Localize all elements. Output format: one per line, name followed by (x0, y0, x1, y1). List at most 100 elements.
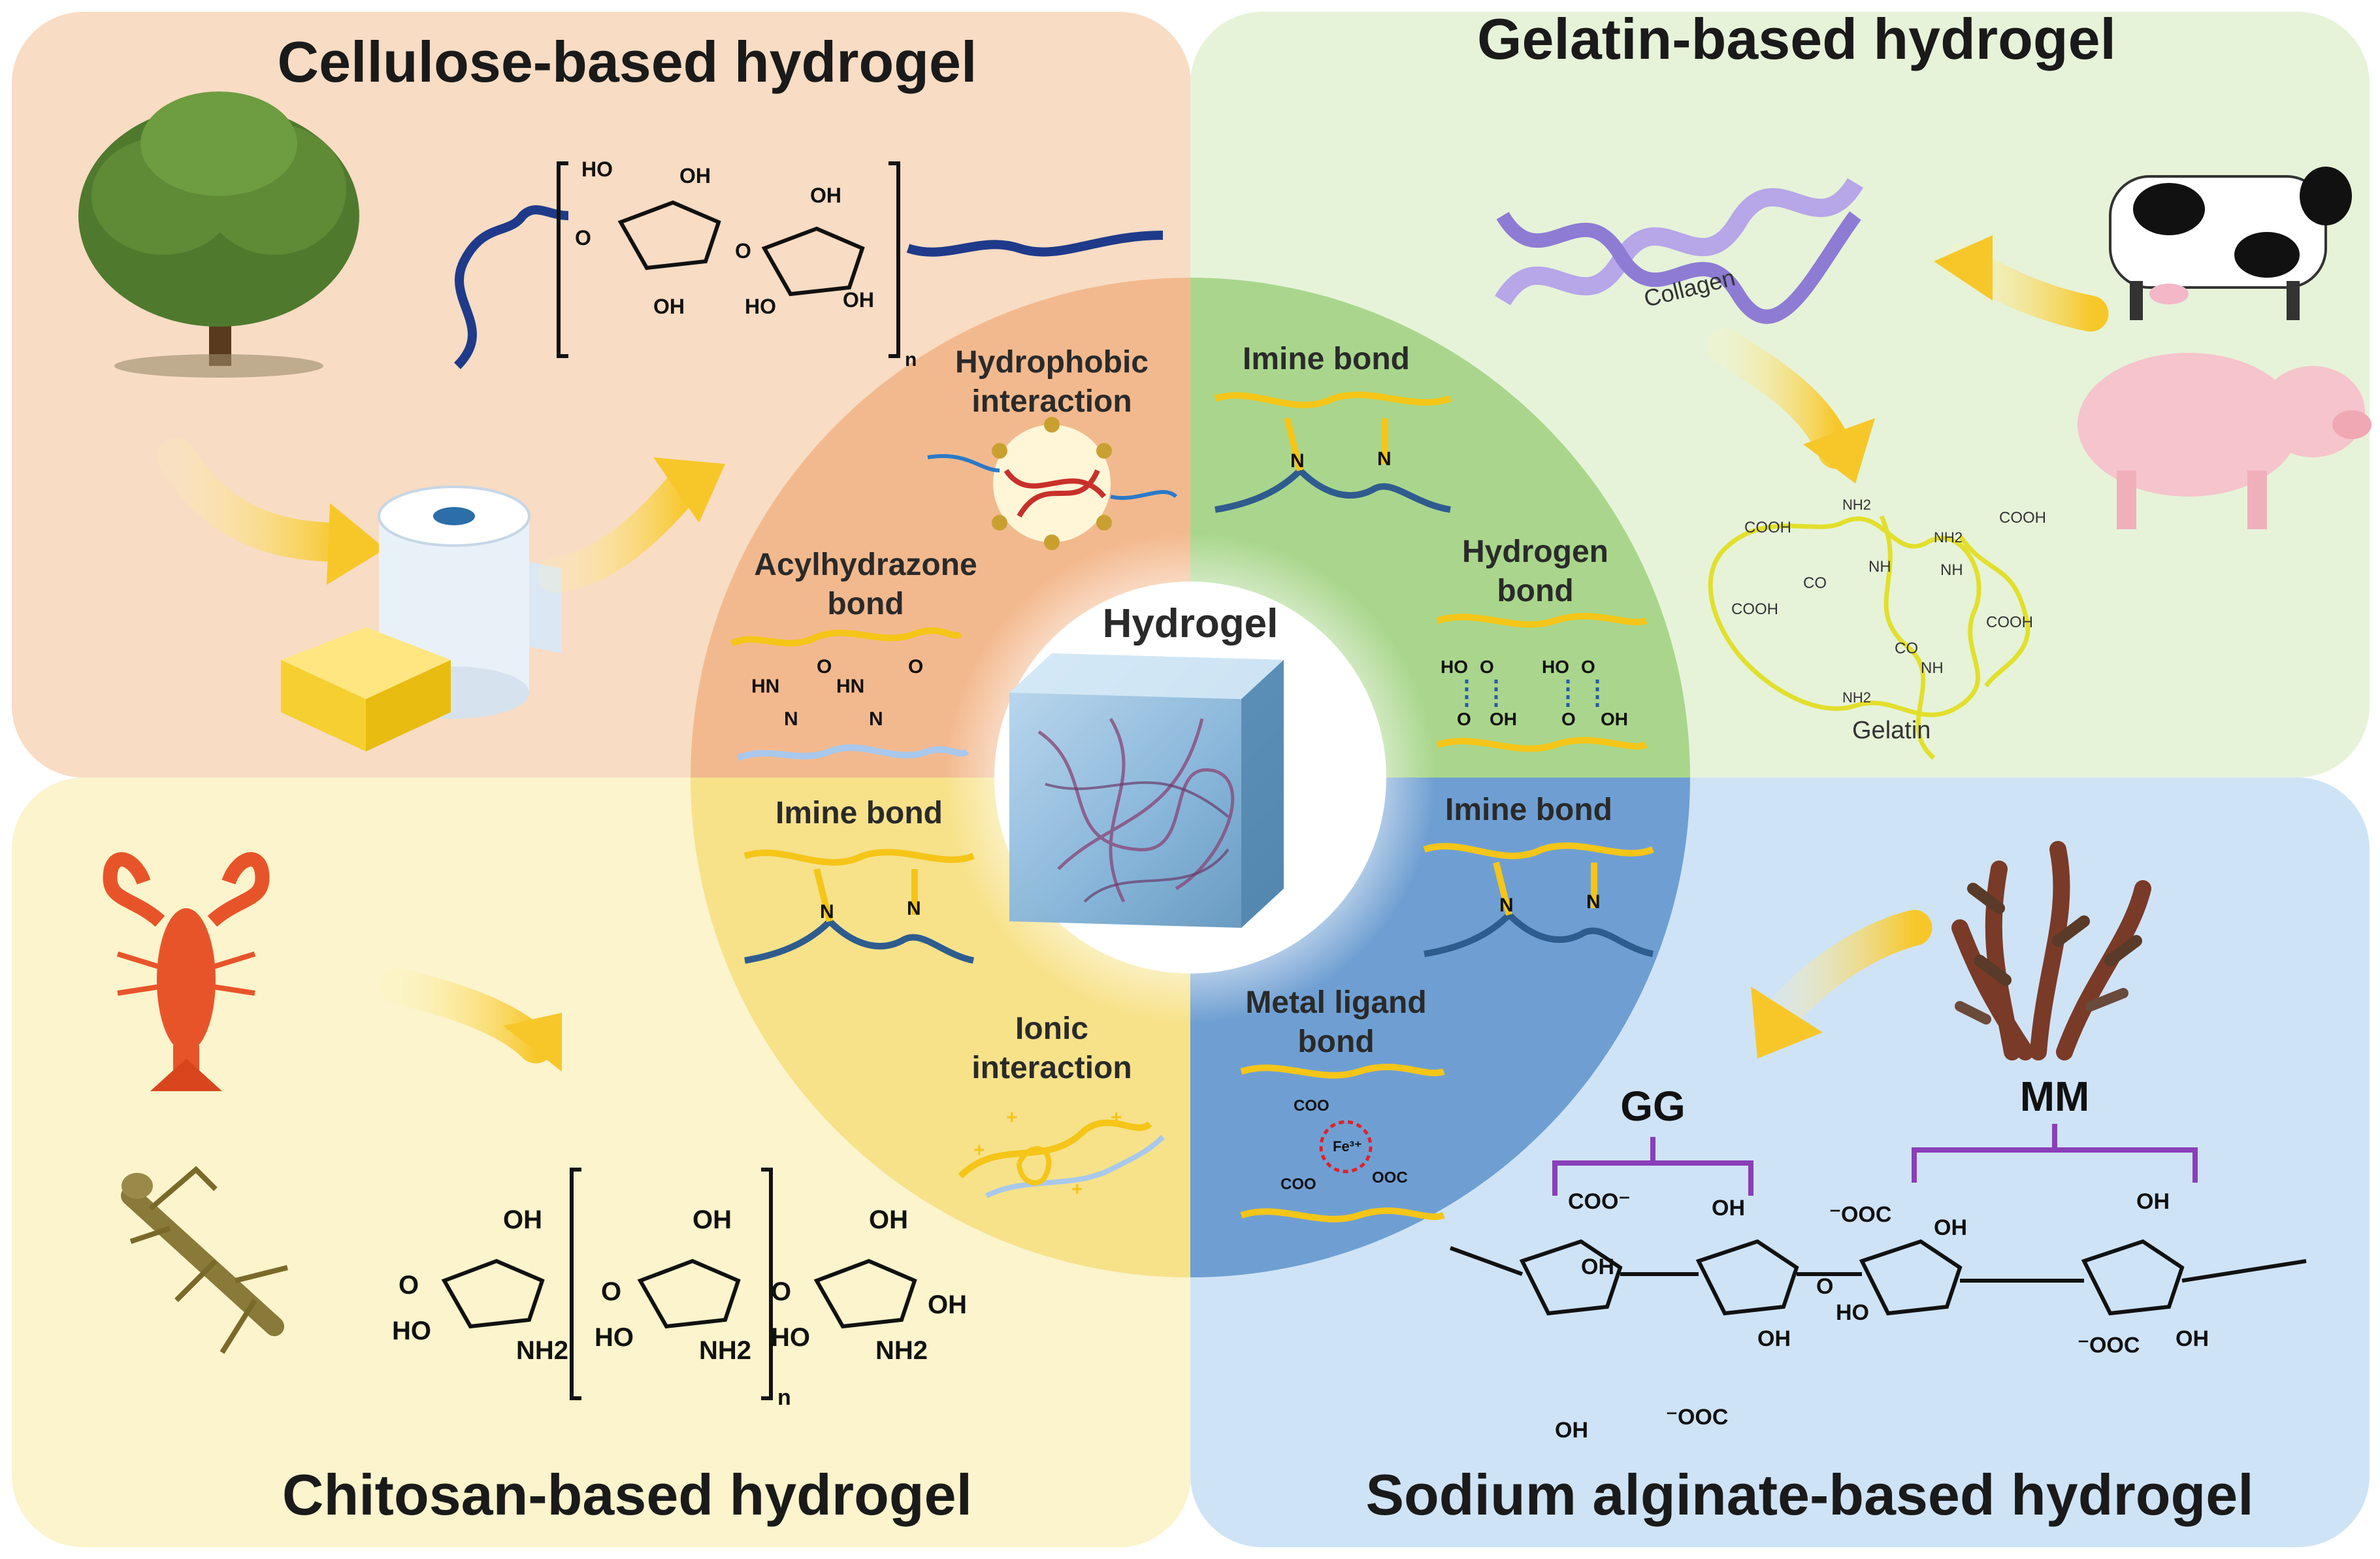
chem-nh2: NH2 (1934, 529, 1963, 546)
chem-o: O (1581, 657, 1595, 677)
metal-ligand-label-1: Metal ligand (1245, 985, 1426, 1020)
chem-o: O (817, 656, 832, 678)
chem-ooc: OOC (1372, 1169, 1408, 1187)
chem-cooh: COOH (1731, 600, 1778, 618)
ionic-label-1: Ionic (1015, 1011, 1088, 1046)
chem-nh: NH (1940, 561, 1963, 579)
chem-oh: OH (869, 1206, 908, 1234)
chem-o: O (771, 1277, 791, 1306)
chem-ho: HO (392, 1317, 431, 1345)
hydrogel-label: Hydrogel (1103, 601, 1279, 646)
plus-sign-icon: + (1006, 1107, 1018, 1128)
collagen-helix-icon (1495, 178, 1863, 324)
chem-cooh: COOH (1986, 614, 2033, 631)
chem-oh: OH (2136, 1189, 2170, 1214)
gg-label: GG (1620, 1083, 1686, 1130)
chem-nh2: NH2 (875, 1336, 928, 1365)
tree-icon (78, 91, 359, 378)
chem-nh2: NH2 (516, 1336, 568, 1365)
chem-ho: HO (581, 157, 613, 181)
chem-ho: HO (595, 1323, 634, 1352)
hydrophobic-label-1: Hydrophobic (955, 345, 1149, 380)
chem-fe: Fe³⁺ (1333, 1138, 1362, 1155)
chem-nh2: NH2 (1842, 689, 1871, 706)
seaweed-icon (1951, 841, 2151, 1060)
imine-bond-label-alginate: Imine bond (1445, 793, 1612, 827)
chem-o: O (908, 656, 923, 678)
chem-o: O (1561, 709, 1576, 729)
chem-oh: OH (810, 184, 841, 207)
chem-n: N (784, 708, 798, 730)
arrow-head (1934, 235, 1993, 301)
sponge-icon (281, 627, 451, 751)
hydrogen-bond-structure: HO O HO O O OH O OH (1436, 613, 1648, 752)
chem-n: N (869, 708, 883, 730)
chem-ho: HO (1441, 657, 1468, 677)
chem-coo: COO (1294, 1097, 1329, 1115)
pig-icon (2078, 353, 2372, 529)
chem-nh2: NH2 (1842, 497, 1871, 513)
chem-n: N (1290, 450, 1305, 472)
chem-oh: OH (1934, 1215, 1967, 1240)
chem-ho: HO (745, 295, 776, 318)
chem-hn: HN (836, 676, 864, 697)
chem-oh: OH (1581, 1255, 1614, 1279)
metal-ligand-label-2: bond (1297, 1025, 1374, 1059)
chem-oh: OH (653, 295, 685, 318)
hydrophobic-label-2: interaction (971, 384, 1132, 419)
hydrogen-bond-label-2: bond (1497, 574, 1573, 608)
chem-coo: COO (1280, 1175, 1316, 1193)
arrow-head (653, 457, 725, 523)
chem-n: N (1586, 891, 1601, 913)
chem-n: N (1499, 894, 1514, 916)
chem-cooh: COOH (1744, 519, 1791, 536)
imine-bond-label-gelatin: Imine bond (1243, 342, 1410, 376)
imine-structure-left: N N (743, 849, 975, 964)
chem-oh: OH (2176, 1326, 2209, 1351)
gelatin-structure: COOH COOH COOH COOH CO CO NH NH NH NH2 N… (1708, 497, 2046, 760)
chem-oh: OH (1757, 1326, 1791, 1351)
arrow-head (327, 503, 385, 585)
chem-oh: OH (928, 1290, 967, 1319)
chem-n: N (820, 901, 834, 923)
chem-cooh: COOH (1999, 509, 2046, 527)
metal-ligand-structure: Fe³⁺ COO COO OOC (1240, 1064, 1445, 1223)
mm-label: MM (2020, 1073, 2090, 1120)
arrow-collagen-to-gelatin (1706, 328, 1854, 469)
chem-o: O (1816, 1274, 1833, 1299)
chem-n: n (777, 1385, 791, 1410)
cellulose-structure: HO OH OH OH HO OH O O n (453, 157, 1164, 370)
chem-oh: OH (1712, 1196, 1745, 1221)
imine-structure-gelatin: N N (1214, 391, 1452, 513)
chem-oh: OH (843, 288, 874, 312)
chem-minus-ooc: ⁻OOC (1666, 1405, 1728, 1430)
arrow-head (503, 1013, 562, 1072)
gelatin-title: Gelatin-based hydrogel (1477, 7, 2116, 71)
chem-oh: OH (1490, 709, 1517, 729)
chem-ho: HO (1836, 1300, 1869, 1325)
acylhydrazone-label-1: Acylhydrazone (754, 548, 977, 582)
chem-o: O (1457, 709, 1471, 729)
plus-sign-icon: + (973, 1140, 985, 1161)
cow-icon (2109, 167, 2352, 320)
chem-co: CO (1895, 640, 1918, 657)
imine-bond-label-left: Imine bond (775, 796, 943, 830)
arrow-head (1751, 987, 1823, 1058)
acylhydrazone-structure: HN O HN O N N (730, 627, 970, 761)
ionic-structure: + + + + (958, 1107, 1165, 1200)
chem-oh: OH (503, 1206, 542, 1234)
arrow-head (1803, 418, 1875, 484)
plus-sign-icon: + (1111, 1107, 1122, 1128)
chem-minus-ooc: ⁻OOC (2078, 1333, 2140, 1358)
chem-ho: HO (771, 1323, 810, 1352)
hydrophobic-micelle (927, 417, 1178, 550)
plus-sign-icon: + (1071, 1179, 1083, 1200)
arrow-paper-to-cellulose (537, 465, 704, 593)
hydrogen-bond-label-1: Hydrogen (1462, 534, 1608, 569)
chitosan-title: Chitosan-based hydrogel (282, 1462, 972, 1527)
ionic-label-2: interaction (971, 1051, 1132, 1085)
lobster-icon (103, 852, 270, 1091)
chem-coo-minus: COO⁻ (1568, 1189, 1630, 1214)
imine-structure-alginate: N N (1423, 842, 1654, 957)
